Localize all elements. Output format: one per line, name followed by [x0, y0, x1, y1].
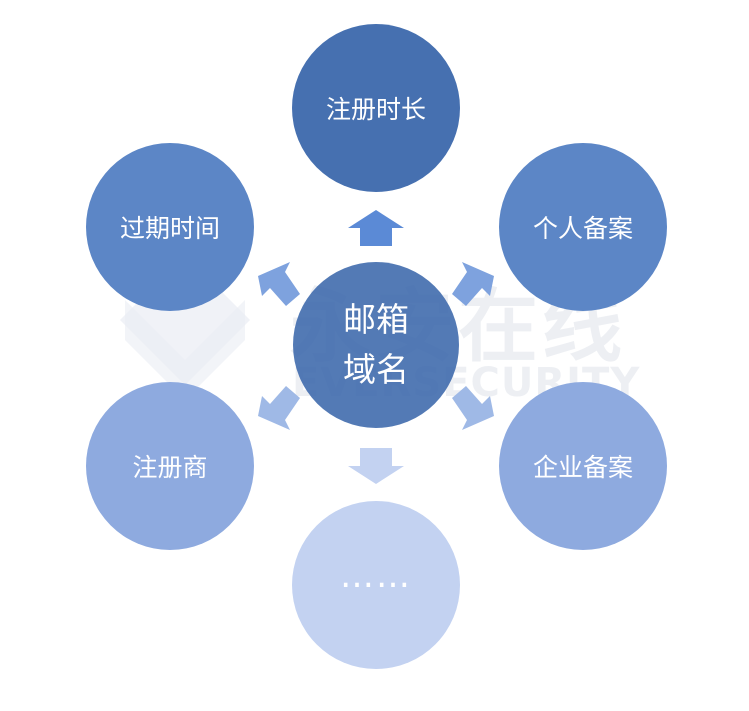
node-label: 注册时长 [325, 95, 426, 124]
node-label: 企业备案 [532, 453, 633, 482]
arrow-down-icon [348, 448, 404, 484]
arrow-upper-left-icon [258, 262, 300, 306]
center-label-line2: 域名 [343, 350, 409, 389]
node-label: …… [340, 556, 412, 596]
center-label-line1: 邮箱 [343, 300, 409, 339]
node-registration-duration: 注册时长 [292, 24, 460, 192]
arrow-lower-left-icon [258, 386, 300, 430]
node-more: …… [292, 501, 460, 669]
arrow-lower-right-icon [452, 386, 494, 430]
node-label: 过期时间 [119, 214, 220, 243]
node-expiry-time: 过期时间 [86, 143, 254, 311]
node-label: 个人备案 [532, 214, 633, 243]
arrow-up-icon [348, 210, 404, 246]
node-label: 注册商 [132, 453, 208, 482]
node-personal-filing: 个人备案 [499, 143, 667, 311]
center-node-email-domain: 邮箱 域名 [293, 262, 459, 428]
arrow-upper-right-icon [452, 262, 494, 306]
node-registrar: 注册商 [86, 382, 254, 550]
node-enterprise-filing: 企业备案 [499, 382, 667, 550]
